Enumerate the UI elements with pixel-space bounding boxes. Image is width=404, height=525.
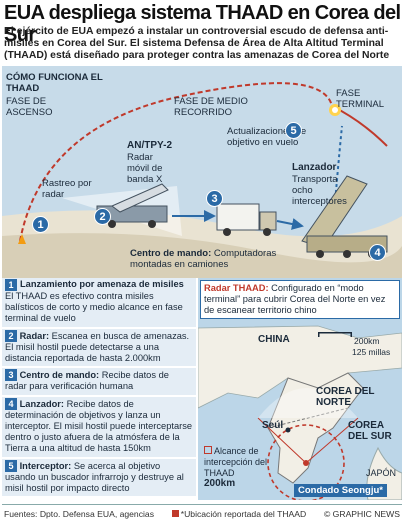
step-marker-3: 3 bbox=[206, 190, 223, 207]
launcher-desc: Transporta ocho interceptores bbox=[292, 174, 347, 207]
note-marker bbox=[171, 510, 179, 517]
diagram-art bbox=[2, 82, 402, 278]
footer-note: *Ubicación reportada del THAAD bbox=[171, 509, 306, 519]
how-it-works-diagram: CÓMO FUNCIONA EL THAAD FASE DE ASCENSO F… bbox=[2, 66, 402, 278]
scale-km: 200km bbox=[354, 336, 380, 346]
radar-title: AN/TPY-2 bbox=[127, 140, 173, 151]
command-label: Centro de mando: Computadoras montadas e… bbox=[130, 248, 277, 270]
label-china: CHINA bbox=[258, 334, 290, 345]
label-japan: JAPÓN bbox=[366, 468, 397, 478]
phase-mid-label: FASE DE MEDIO RECORRIDO bbox=[174, 96, 248, 118]
step-marker-2: 2 bbox=[94, 208, 111, 225]
intro-text: El ejército de EUA empezó a instalar un … bbox=[4, 26, 390, 62]
korea-map: Radar THAAD: Configurado en “modo termin… bbox=[198, 278, 402, 500]
range-value: 200km bbox=[204, 478, 236, 489]
launcher-title: Lanzador bbox=[292, 162, 337, 173]
step-marker-1: 1 bbox=[32, 216, 49, 233]
phase-terminal-label: FASE TERMINAL bbox=[336, 88, 385, 110]
page-title: EUA despliega sistema THAAD en Corea del… bbox=[4, 2, 401, 46]
footer-sources: Fuentes: Dpto. Defensa EUA, agencias bbox=[4, 509, 154, 519]
step-marker-5: 5 bbox=[285, 122, 302, 139]
label-south-korea: COREA DEL SUR bbox=[348, 420, 392, 442]
step-item: 5 Interceptor: Se acerca al objetivo usa… bbox=[2, 458, 196, 499]
label-seoul: Seúl bbox=[262, 420, 284, 431]
phase-ascent-label: FASE DE ASCENSO bbox=[6, 96, 53, 118]
range-legend-swatch bbox=[204, 446, 212, 454]
county-label: Condado Seongju* bbox=[294, 484, 387, 497]
footer: Fuentes: Dpto. Defensa EUA, agencias *Ub… bbox=[2, 504, 402, 523]
step-item: 3 Centro de mando: Recibe datos de radar… bbox=[2, 368, 196, 397]
radar-note: Radar THAAD: Configurado en “modo termin… bbox=[200, 280, 400, 319]
step-item: 4 Lanzador: Recibe datos de determinació… bbox=[2, 396, 196, 459]
step-item: 2 Radar: Escanea en busca de amenazas. E… bbox=[2, 328, 196, 369]
scale-miles: 125 millas bbox=[352, 347, 391, 357]
label-north-korea: COREA DEL NORTE bbox=[316, 386, 375, 408]
radar-desc: Radar móvil de banda X bbox=[127, 152, 163, 185]
footer-credit: © GRAPHIC NEWS bbox=[323, 509, 400, 519]
tracking-label: Rastreo por radar bbox=[42, 178, 92, 200]
range-legend: Alcance de intercepción del THAAD bbox=[204, 446, 268, 478]
how-it-works-title: CÓMO FUNCIONA EL THAAD bbox=[6, 72, 103, 94]
step-marker-4: 4 bbox=[369, 244, 386, 261]
updates-label: Actualizaciones de objetivo en vuelo bbox=[227, 126, 307, 148]
